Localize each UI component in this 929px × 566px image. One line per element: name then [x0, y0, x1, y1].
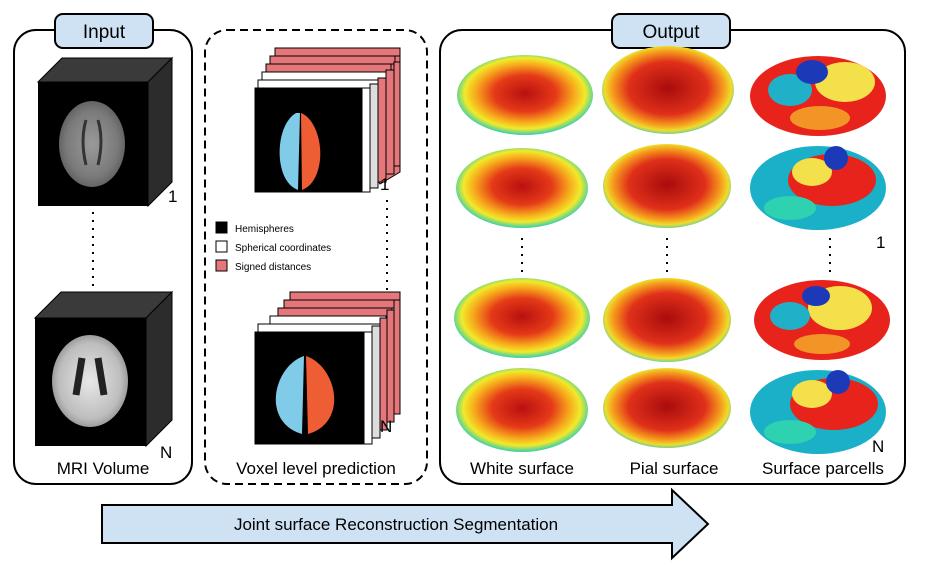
process-arrow-shape	[101, 487, 710, 561]
slab-top-1a	[274, 47, 401, 57]
legend-item-spherical: Spherical coordinates	[215, 240, 331, 254]
left-hemisphere-n	[275, 356, 304, 434]
parcels-2	[750, 146, 886, 230]
output-row-2: 1	[456, 144, 886, 252]
white-surface-3	[454, 278, 590, 358]
slab-side-1d	[385, 69, 395, 175]
prediction-index-last: N	[380, 417, 392, 436]
slab-top-nd	[269, 315, 387, 325]
legend-label-spherical: Spherical coordinates	[235, 243, 331, 254]
output-row-3	[454, 278, 890, 362]
slab-top-1b	[269, 55, 396, 65]
input-tab-box	[54, 13, 154, 49]
mri-cube-1-side	[147, 56, 173, 208]
slab-side-nb	[371, 325, 381, 439]
column-label-white: White surface	[470, 459, 574, 478]
output-row-4: N	[456, 368, 886, 456]
input-panel: Input 1 N MRI Volume	[13, 13, 193, 485]
slab-side-1b	[369, 83, 379, 189]
mri-slice-1	[59, 101, 125, 187]
column-label-pial: Pial surface	[630, 459, 719, 478]
process-arrow-label: Joint surface Reconstruction Segmentatio…	[234, 515, 558, 534]
prediction-caption: Voxel level prediction	[236, 459, 396, 478]
slab-side-nc	[379, 317, 388, 431]
process-arrow: Joint surface Reconstruction Segmentatio…	[101, 487, 710, 561]
legend-item-hemispheres: Hemispheres	[215, 221, 294, 235]
white-surface-4	[456, 368, 588, 452]
right-hemisphere-1	[301, 113, 321, 190]
slab-top-na	[289, 291, 401, 301]
mri-ventricles-n	[72, 357, 108, 396]
output-tab: Output	[611, 13, 731, 49]
legend-swatch-spherical	[215, 240, 228, 253]
mri-slice-n	[52, 335, 128, 427]
input-index-first: 1	[168, 187, 177, 206]
prediction-stack-1: 1	[254, 47, 401, 194]
slab-side-nd	[386, 309, 395, 423]
input-tab-label: Input	[83, 22, 126, 43]
pial-surface-2	[603, 144, 731, 228]
output-row-1	[457, 46, 886, 136]
white-surface-2	[456, 148, 588, 228]
slab-top-nc	[277, 307, 393, 317]
legend-swatch-hemispheres	[215, 221, 228, 234]
prediction-stack-n: N	[254, 291, 401, 445]
column-label-parcels: Surface parcells	[762, 459, 884, 478]
slab-side-1e	[393, 61, 401, 167]
left-hemisphere-1	[279, 113, 300, 190]
pial-surface-1	[602, 46, 734, 134]
input-tab: Input	[54, 13, 154, 49]
slab-top-1e	[257, 79, 384, 89]
output-tab-label: Output	[642, 22, 700, 43]
slab-side-ne	[393, 299, 401, 415]
right-hemisphere-n	[306, 356, 335, 434]
prediction-index-first: 1	[380, 175, 389, 194]
legend-item-signed: Signed distances	[215, 259, 311, 273]
mri-ventricles-1	[81, 119, 103, 166]
output-index-last: N	[872, 437, 884, 456]
input-caption: MRI Volume	[57, 459, 150, 478]
mri-volume-1: 1	[36, 56, 177, 208]
slab-side-1c	[377, 77, 387, 183]
slab-top-nb	[283, 299, 397, 309]
slab-top-ne	[257, 323, 381, 333]
white-surface-1	[457, 55, 593, 135]
pial-surface-3	[603, 278, 731, 362]
parcels-3	[754, 280, 890, 360]
output-index-first: 1	[876, 233, 885, 252]
legend: Hemispheres Spherical coordinates Signed…	[215, 221, 331, 273]
slab-side-na	[363, 331, 373, 445]
mri-volume-n: N	[33, 290, 174, 462]
pial-surface-4	[603, 368, 731, 448]
prediction-panel: 1 Hemispheres Spherical coordinates Sign…	[204, 29, 428, 485]
slab-top-1d	[261, 71, 388, 81]
legend-swatch-signed	[215, 259, 228, 272]
mri-cube-n-side	[145, 290, 173, 448]
input-index-last: N	[160, 443, 172, 462]
legend-label-signed: Signed distances	[235, 262, 311, 273]
output-panel: Output 1	[439, 13, 906, 485]
slab-top-1c	[265, 63, 392, 73]
legend-label-hemispheres: Hemispheres	[235, 224, 294, 235]
parcels-1	[750, 56, 886, 136]
slab-side-1a	[361, 87, 371, 193]
parcels-4	[750, 370, 886, 454]
